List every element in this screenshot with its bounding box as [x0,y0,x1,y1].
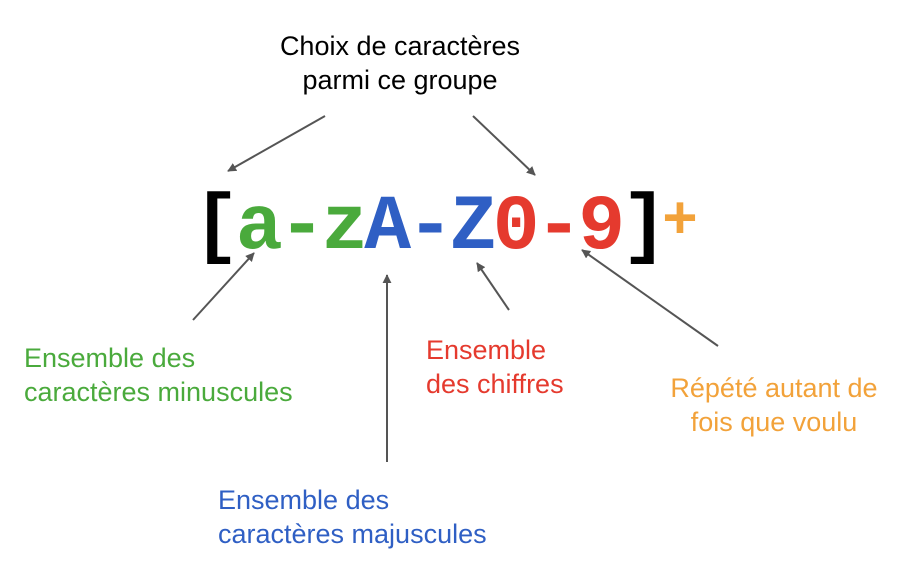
arrow-title-to-open-bracket [227,115,326,172]
regex-lowercase-range: a-z [235,184,368,272]
regex-digit-range: 0-9 [492,184,625,272]
title-line-2: parmi ce groupe [302,65,498,95]
arrow-lowercase-label [192,252,255,321]
regex-open-bracket: [ [193,184,240,272]
uppercase-label-line-2: caractères majuscules [218,519,487,549]
repeat-label-line-1: Répété autant de [670,373,878,403]
title-line-1: Choix de caractères [279,31,521,61]
regex-uppercase-range: A-Z [364,184,496,272]
lowercase-label-line-2: caractères minuscules [24,377,293,407]
title-label: Choix de caractères parmi ce groupe [200,29,600,97]
arrow-title-to-close-bracket [472,115,536,176]
digits-label-line-1: Ensemble [426,335,547,365]
lowercase-label-line-1: Ensemble des [24,343,196,373]
arrow-repeat-label [581,249,719,347]
repeat-label-line-2: fois que voulu [690,407,858,437]
regex-plus-quantifier: + [661,189,698,257]
uppercase-label-line-1: Ensemble des [218,485,390,515]
lowercase-label: Ensemble des caractères minuscules [24,341,293,409]
digits-label-line-2: des chiffres [426,369,564,399]
digits-label: Ensemble des chiffres [426,333,564,401]
uppercase-label: Ensemble des caractères majuscules [218,483,487,551]
regex-close-bracket: ] [621,184,668,272]
repeat-label: Répété autant de fois que voulu [640,371,908,439]
regex-expression: [a-zA-Z0-9]+ [193,178,698,273]
arrow-digits-label [476,262,510,311]
